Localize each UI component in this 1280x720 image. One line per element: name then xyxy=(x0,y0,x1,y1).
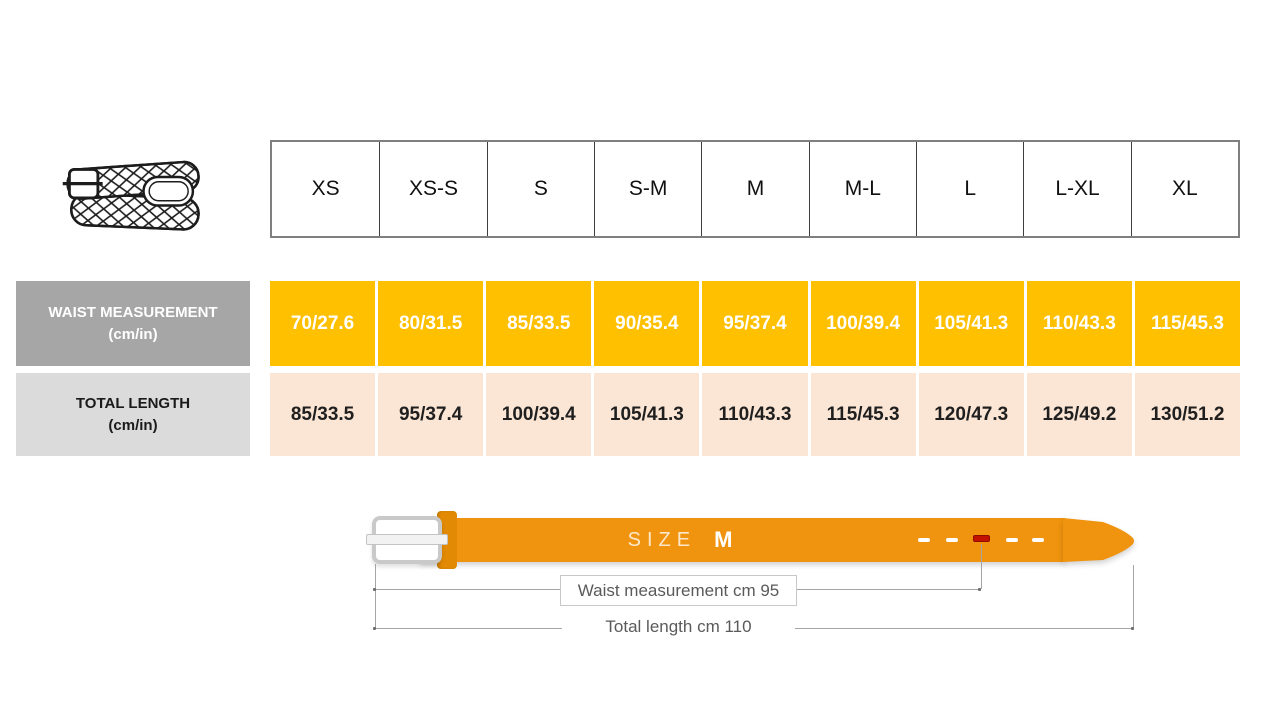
total-value-cell: 110/43.3 xyxy=(702,373,808,456)
measure-line-buckle xyxy=(375,564,376,628)
waist-value-cell: 100/39.4 xyxy=(810,281,916,366)
total-value-cell: 125/49.2 xyxy=(1026,373,1132,456)
measure-endpoint xyxy=(978,588,981,591)
total-value-cell: 85/33.5 xyxy=(270,373,376,456)
waist-value-cell: 105/41.3 xyxy=(918,281,1024,366)
belt-buckle-prong xyxy=(366,534,448,545)
size-value: M xyxy=(714,527,733,552)
waist-value-cell: 85/33.5 xyxy=(486,281,592,366)
measure-line-tip xyxy=(1133,565,1134,628)
belt-hole xyxy=(918,538,930,542)
total-value-cell: 120/47.3 xyxy=(918,373,1024,456)
label-line: TOTAL LENGTH xyxy=(75,394,191,412)
size-cell: L-XL xyxy=(1023,142,1130,236)
label-line: (cm/in) xyxy=(108,416,158,434)
total-value-cell: 100/39.4 xyxy=(486,373,592,456)
size-cell: S-M xyxy=(594,142,701,236)
measure-endpoint xyxy=(373,588,376,591)
size-word: SIZE xyxy=(627,528,697,551)
waist-value-cell: 70/27.6 xyxy=(270,281,376,366)
size-cell: M xyxy=(701,142,808,236)
waist-value-cell: 95/37.4 xyxy=(702,281,808,366)
waist-value-cell: 110/43.3 xyxy=(1026,281,1132,366)
total-value-cell: 95/37.4 xyxy=(378,373,484,456)
belt-hole xyxy=(946,538,958,542)
waist-value-cell: 90/35.4 xyxy=(594,281,700,366)
size-cell: S xyxy=(486,142,594,236)
total-value-cell: 130/51.2 xyxy=(1134,373,1240,456)
braided-belt-icon xyxy=(62,160,200,231)
size-cell: M-L xyxy=(808,142,916,236)
measure-endpoint xyxy=(373,627,376,630)
measure-line-hole xyxy=(981,544,982,589)
belt-hole-highlighted xyxy=(973,535,990,542)
size-cell: XS-S xyxy=(379,142,486,236)
belt-hole xyxy=(1032,538,1044,542)
waist-measurement-row-label: WAIST MEASUREMENT (cm/in) xyxy=(16,281,250,366)
waist-annotation-text: Waist measurement cm 95 xyxy=(577,580,780,600)
total-value-cell: 105/41.3 xyxy=(594,373,700,456)
total-annotation: Total length cm 110 xyxy=(562,613,795,641)
waist-value-cell: 115/45.3 xyxy=(1134,281,1240,366)
waist-value-cell: 80/31.5 xyxy=(378,281,484,366)
size-cell: L xyxy=(916,142,1023,236)
label-line: WAIST MEASUREMENT xyxy=(48,303,218,321)
belt-hole xyxy=(1006,538,1018,542)
size-cell: XL xyxy=(1130,142,1238,236)
total-value-cell: 115/45.3 xyxy=(810,373,916,456)
total-annotation-text: Total length cm 110 xyxy=(605,617,752,636)
total-length-row: 85/33.5 95/37.4 100/39.4 105/41.3 110/43… xyxy=(270,373,1240,456)
waist-measurement-row: 70/27.6 80/31.5 85/33.5 90/35.4 95/37.4 … xyxy=(270,281,1240,366)
size-header-row: XS XS-S S S-M M M-L L L-XL XL xyxy=(270,140,1240,238)
total-length-row-label: TOTAL LENGTH (cm/in) xyxy=(16,373,250,456)
label-line: (cm/in) xyxy=(108,325,158,343)
waist-annotation-box: Waist measurement cm 95 xyxy=(560,575,797,606)
size-cell: XS xyxy=(311,177,340,200)
measure-endpoint xyxy=(1131,627,1134,630)
belt-size-label: SIZE M xyxy=(592,518,768,562)
belt-strap-tip xyxy=(1063,518,1134,562)
